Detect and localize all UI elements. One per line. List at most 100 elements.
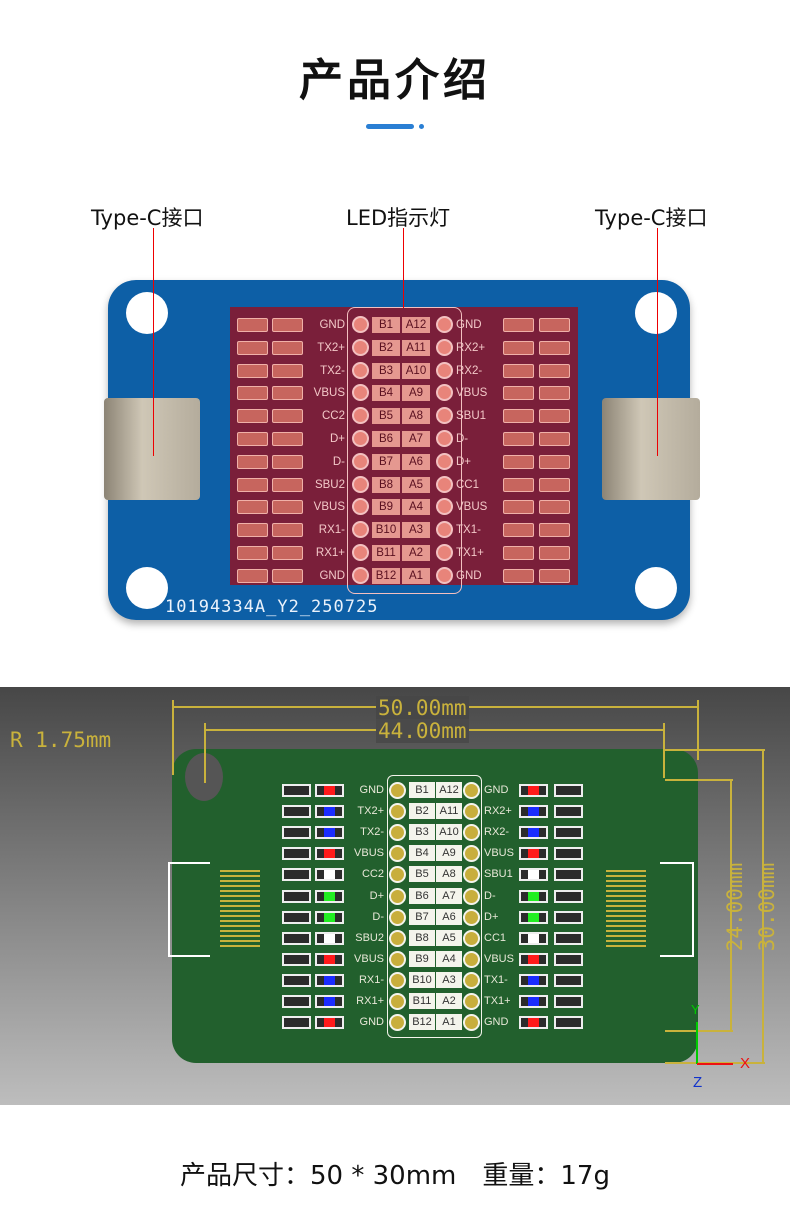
- resistor-footprint: [554, 889, 583, 903]
- resistor-pad: [237, 409, 268, 424]
- pin-b: [352, 384, 369, 402]
- left-signal-label: GND: [359, 784, 384, 796]
- led-pad: [272, 340, 303, 355]
- resistor-pad: [237, 568, 268, 583]
- pin-b-label: B10: [372, 522, 400, 539]
- product-spec: 产品尺寸：50 * 30mm 重量：17g: [180, 1161, 610, 1191]
- right-signal-label: SBU1: [456, 410, 487, 423]
- dimension-height-outer: 30.00mm: [755, 862, 779, 952]
- resistor-pad: [539, 363, 570, 378]
- left-signal-label: VBUS: [354, 847, 384, 860]
- pin-a-label: A2: [402, 545, 430, 561]
- right-signal-label: TX1+: [456, 547, 484, 559]
- left-signal-label: RX1+: [315, 547, 345, 559]
- pin-a-label: A10: [402, 362, 430, 379]
- resistor-footprint: [282, 868, 311, 882]
- right-signal-label: VBUS: [484, 847, 514, 860]
- led-color-mark: [528, 807, 539, 817]
- pin-header-outline: [387, 775, 482, 1038]
- resistor-pad: [539, 409, 570, 424]
- pin-a: [436, 430, 453, 447]
- callout-right-typec: Type-C接口: [595, 206, 708, 230]
- pin-a-label: A1: [436, 1014, 462, 1031]
- pin-b-label: B11: [409, 993, 435, 1009]
- pin-b-label: B9: [372, 499, 400, 516]
- pin-a-label: A2: [436, 993, 462, 1009]
- right-signal-label: GND: [456, 319, 482, 331]
- led-footprint: [519, 910, 548, 924]
- pin-a-label: A8: [402, 408, 430, 425]
- resistor-pad: [237, 454, 268, 469]
- right-signal-label: RX2+: [484, 805, 512, 818]
- pin-a: [463, 1014, 480, 1032]
- dimension-line: [172, 700, 174, 775]
- led-color-mark: [324, 912, 335, 922]
- led-pad: [503, 363, 534, 378]
- pin-a-label: A3: [436, 971, 462, 988]
- led-footprint: [315, 973, 344, 987]
- usb-c-connector-left: [104, 398, 200, 500]
- led-pad: [503, 340, 534, 355]
- axis-y-label: Y: [691, 1002, 700, 1017]
- right-signal-label: D-: [456, 433, 469, 445]
- led-color-mark: [528, 1018, 539, 1028]
- resistor-pad: [237, 523, 268, 538]
- pin-a-label: A9: [402, 385, 430, 402]
- led-pad: [272, 477, 303, 492]
- resistor-footprint: [282, 973, 311, 987]
- dimension-height-holes: 24.00mm: [723, 862, 747, 952]
- pin-a: [463, 803, 480, 821]
- right-signal-label: RX2-: [484, 826, 510, 839]
- pin-a-label: A6: [436, 908, 462, 925]
- right-signal-label: GND: [484, 1016, 509, 1029]
- resistor-footprint: [554, 973, 583, 987]
- pin-a: [436, 452, 453, 470]
- pin-b-label: B5: [372, 408, 400, 425]
- pin-b-label: B8: [372, 476, 400, 493]
- resistor-footprint: [282, 826, 311, 840]
- dimension-line: [697, 700, 699, 760]
- resistor-pad: [539, 500, 570, 515]
- resistor-pad: [539, 318, 570, 332]
- resistor-footprint: [554, 952, 583, 966]
- resistor-pad: [237, 363, 268, 378]
- resistor-pad: [237, 340, 268, 355]
- pin-a-label: A7: [402, 431, 430, 447]
- pin-b-label: B8: [409, 929, 435, 946]
- dimension-line: [665, 1030, 733, 1032]
- callout-line: [153, 228, 154, 456]
- pin-b: [389, 929, 406, 947]
- led-footprint: [315, 784, 344, 797]
- pin-a: [436, 521, 453, 539]
- pin-b-label: B3: [409, 824, 435, 841]
- resistor-footprint: [282, 931, 311, 945]
- axis-x-label: X: [740, 1055, 751, 1072]
- pin-b: [389, 971, 406, 989]
- pin-a: [463, 845, 480, 863]
- pin-a-label: A12: [436, 782, 462, 798]
- led-color-mark: [528, 786, 539, 795]
- resistor-pad: [539, 432, 570, 446]
- resistor-pad: [539, 340, 570, 355]
- pin-a-label: A7: [436, 887, 462, 904]
- led-color-mark: [528, 933, 539, 943]
- led-pad: [503, 477, 534, 492]
- pin-header-outline: [347, 307, 462, 594]
- dimension-width-outer: 50.00mm: [376, 696, 469, 720]
- left-signal-label: RX1+: [356, 995, 384, 1007]
- right-signal-label: D+: [456, 455, 472, 468]
- right-signal-label: D+: [484, 910, 499, 923]
- left-signal-label: TX2+: [317, 341, 345, 354]
- pin-a: [463, 782, 480, 799]
- pin-a-label: A8: [436, 866, 462, 883]
- left-signal-label: RX1-: [318, 524, 345, 537]
- pin-b: [389, 908, 406, 926]
- pin-a-label: A3: [402, 522, 430, 539]
- left-signal-label: VBUS: [313, 387, 345, 400]
- left-signal-label: TX2-: [360, 826, 384, 839]
- dimension-line: [204, 723, 206, 783]
- callout-line: [403, 228, 404, 308]
- mounting-hole: [126, 567, 168, 609]
- dimension-line: [665, 749, 765, 751]
- resistor-footprint: [554, 868, 583, 882]
